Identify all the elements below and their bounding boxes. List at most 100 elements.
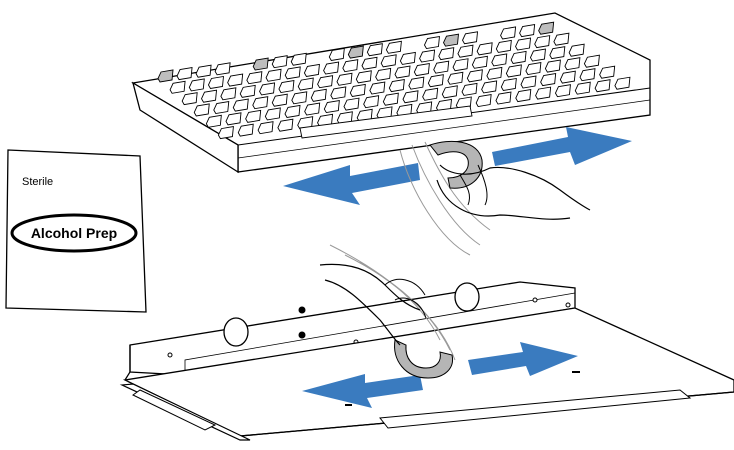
keyboard-key bbox=[271, 93, 288, 107]
packet-oval-label-border bbox=[10, 213, 138, 253]
keyboard-key bbox=[291, 91, 308, 105]
keyboard-key bbox=[317, 75, 334, 89]
keyboard-key bbox=[534, 35, 551, 49]
keyboard-key bbox=[475, 93, 492, 108]
keyboard-key bbox=[520, 75, 537, 89]
keyboard-key bbox=[495, 91, 512, 105]
keyboard-key bbox=[500, 77, 517, 91]
keyboard-key bbox=[399, 51, 416, 65]
keyboard-key bbox=[363, 95, 380, 109]
keyboard-key bbox=[466, 69, 483, 83]
keyboard-key bbox=[232, 98, 249, 112]
keyboard-key bbox=[271, 55, 288, 69]
keyboard-key bbox=[452, 58, 469, 72]
keyboard-key bbox=[217, 126, 234, 140]
arrow-tray-left bbox=[302, 374, 423, 408]
arrow-keyboard-right bbox=[492, 127, 632, 166]
keyboard-key bbox=[549, 46, 566, 60]
keyboard-key bbox=[361, 56, 378, 70]
keyboard-key bbox=[265, 68, 282, 82]
keyboard-spacebar bbox=[299, 105, 473, 139]
direction-arrows bbox=[283, 127, 632, 408]
keyboard-key bbox=[323, 100, 340, 114]
keyboard-key bbox=[181, 92, 198, 106]
keyboard-key bbox=[423, 35, 440, 50]
keyboard-key bbox=[259, 82, 276, 96]
keyboard-key bbox=[515, 37, 532, 51]
keyboard-key bbox=[394, 65, 411, 79]
keyboard-key bbox=[564, 57, 581, 71]
keyboard-key bbox=[438, 47, 455, 61]
keyboard-key bbox=[402, 90, 419, 104]
keyboard-key bbox=[476, 42, 493, 56]
keyboard-key bbox=[310, 88, 327, 102]
keyboard-key bbox=[442, 33, 459, 47]
keyboard-key bbox=[427, 74, 444, 88]
upper-hand-with-tape bbox=[399, 140, 591, 256]
keyboard-key bbox=[355, 70, 372, 84]
keyboard-key bbox=[491, 53, 508, 67]
keyboard-key bbox=[525, 61, 542, 76]
keyboard-key bbox=[304, 102, 321, 116]
tray-large-hole-right bbox=[454, 282, 480, 312]
keyboard-key bbox=[201, 89, 218, 103]
keyboard-key bbox=[257, 121, 274, 135]
keyboard-key bbox=[529, 48, 546, 62]
keyboard-key bbox=[252, 57, 269, 71]
keyboard-key bbox=[278, 79, 295, 94]
keyboard-key bbox=[433, 60, 450, 74]
keyboard-key bbox=[213, 100, 230, 115]
keyboard-key bbox=[347, 45, 364, 59]
keyboard-key bbox=[540, 73, 557, 87]
keyboard-tray bbox=[119, 281, 734, 441]
keyboard-key bbox=[500, 26, 517, 40]
keyboard-key bbox=[290, 52, 307, 66]
keyboard-key bbox=[594, 79, 611, 93]
keyboard-key bbox=[599, 65, 616, 79]
keyboard-key bbox=[388, 79, 405, 93]
keyboard-key bbox=[519, 24, 536, 38]
keyboard-key bbox=[343, 97, 360, 111]
keyboard-key bbox=[366, 43, 383, 57]
tray-large-hole-left bbox=[223, 317, 249, 347]
keyboard-key bbox=[227, 73, 244, 87]
keyboard-key bbox=[220, 87, 237, 101]
keyboard-key bbox=[214, 62, 231, 76]
keyboard-key bbox=[422, 87, 439, 101]
lower-hand-with-tape bbox=[319, 244, 456, 379]
keyboard-key bbox=[385, 40, 402, 54]
keyboard-key bbox=[535, 86, 552, 100]
keyboard-key bbox=[205, 114, 222, 128]
keyboard-key bbox=[614, 76, 631, 90]
keyboard-key bbox=[342, 59, 359, 73]
keyboard-key bbox=[303, 63, 320, 77]
keyboard-key bbox=[471, 55, 488, 69]
keyboard-keys bbox=[157, 21, 631, 140]
keyboard-key bbox=[264, 107, 281, 121]
keyboard-key bbox=[559, 70, 576, 84]
keyboard-key bbox=[568, 43, 585, 57]
keyboard-key bbox=[323, 61, 340, 75]
keyboard-key bbox=[495, 39, 512, 53]
keyboard-key bbox=[554, 84, 571, 98]
keyboard-key bbox=[239, 84, 256, 98]
keyboard-key bbox=[419, 49, 436, 63]
keyboard-key bbox=[553, 32, 570, 46]
keyboard-key bbox=[176, 67, 193, 81]
keyboard-key bbox=[284, 104, 301, 118]
keyboard-key bbox=[515, 89, 532, 103]
keyboard-key bbox=[169, 80, 186, 94]
keyboard-key bbox=[408, 76, 425, 90]
keyboard-key bbox=[369, 81, 386, 95]
keyboard-key bbox=[195, 64, 212, 78]
keyboard-key bbox=[193, 103, 210, 117]
keyboard-key bbox=[349, 83, 366, 97]
arrow-keyboard-left bbox=[283, 163, 420, 205]
keyboard-key bbox=[225, 112, 242, 126]
arrow-tray-right bbox=[468, 342, 578, 376]
keyboard-key bbox=[538, 21, 555, 35]
packet-oval-label: Alcohol Prep bbox=[31, 225, 117, 241]
keyboard-key bbox=[574, 81, 591, 95]
packet-sterile-label: Sterile bbox=[22, 176, 53, 188]
